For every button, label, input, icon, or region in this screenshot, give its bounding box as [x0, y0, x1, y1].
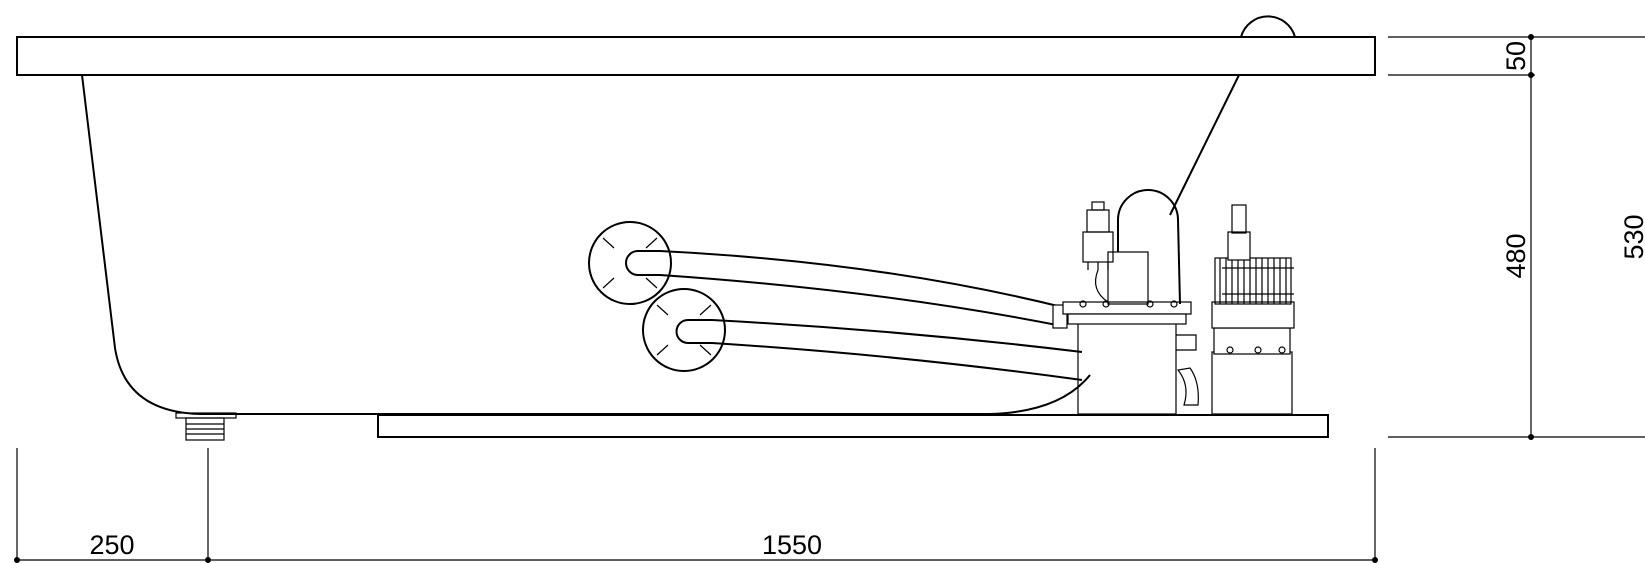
dimension-label-250: 250	[89, 530, 134, 560]
dimension-bottom	[14, 448, 1378, 563]
left-pump-unit	[1062, 189, 1199, 415]
tub-outline	[81, 74, 1091, 415]
drain-fitting	[175, 412, 237, 441]
bathtub	[16, 15, 1376, 438]
hose-lower	[711, 319, 1083, 381]
dimension-label-1550: 1550	[762, 530, 822, 560]
jet-nozzle-lower	[642, 288, 726, 372]
tub-rim	[16, 36, 1376, 76]
jet-nozzle-upper	[588, 221, 672, 305]
rim-knob	[1240, 15, 1296, 38]
tub-back-wall	[1169, 74, 1240, 216]
dimension-right	[1388, 34, 1645, 440]
dimension-label-480: 480	[1501, 233, 1531, 278]
right-blower-unit	[1211, 204, 1295, 415]
dimension-label-530: 530	[1619, 214, 1645, 259]
hose-upper	[659, 250, 1068, 329]
dimension-label-50: 50	[1501, 41, 1531, 71]
base-plate	[377, 414, 1329, 438]
